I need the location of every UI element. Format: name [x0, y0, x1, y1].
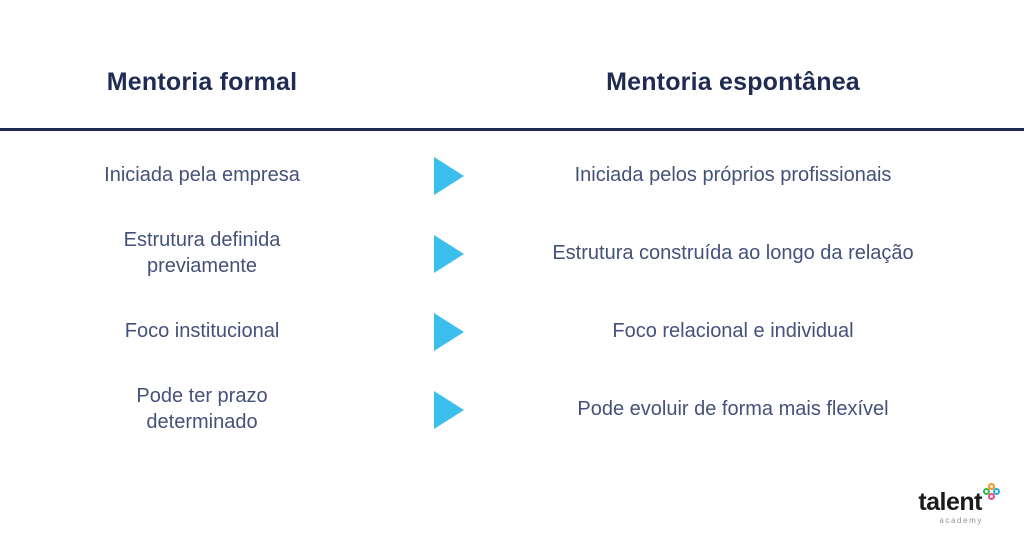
espontanea-cell: Foco relacional e individual — [612, 320, 854, 343]
arrow-cell — [404, 293, 494, 371]
espontanea-cell: Pode evoluir de forma mais flexível — [577, 398, 889, 421]
espontanea-cell: Iniciada pelos próprios profissionais — [574, 164, 892, 187]
comparison-row: Foco institucional Foco relacional e ind… — [0, 293, 1024, 371]
talent-academy-logo: talent academy — [918, 483, 1000, 525]
right-arrow-icon — [434, 391, 464, 429]
arrow-cell — [404, 215, 494, 293]
comparison-row: Pode ter prazo determinado Pode evoluir … — [0, 371, 1024, 449]
header-divider-line — [0, 128, 1024, 131]
logo-wordmark-row: talent — [918, 483, 1000, 516]
comparison-row: Iniciada pela empresa Iniciada pelos pró… — [0, 137, 1024, 215]
column-headers: Mentoria formal Mentoria espontânea — [0, 68, 1024, 97]
four-ring-flower-icon — [983, 483, 1000, 500]
column-header-espontanea: Mentoria espontânea — [606, 68, 860, 96]
right-arrow-icon — [434, 313, 464, 351]
arrow-cell — [404, 137, 494, 215]
formal-cell: Iniciada pela empresa — [104, 164, 300, 187]
formal-cell: Pode ter prazo determinado — [136, 385, 268, 433]
logo-subtitle: academy — [939, 516, 983, 525]
espontanea-cell: Estrutura construída ao longo da relação — [552, 242, 914, 265]
column-header-formal: Mentoria formal — [106, 68, 298, 96]
comparison-rows: Iniciada pela empresa Iniciada pelos pró… — [0, 137, 1024, 449]
comparison-row: Estrutura definida previamente Estrutura… — [0, 215, 1024, 293]
right-arrow-icon — [434, 157, 464, 195]
right-arrow-icon — [434, 235, 464, 273]
logo-wordmark: talent — [918, 488, 982, 516]
arrow-cell — [404, 371, 494, 449]
formal-cell: Foco institucional — [124, 320, 280, 343]
formal-cell: Estrutura definida previamente — [123, 229, 281, 277]
